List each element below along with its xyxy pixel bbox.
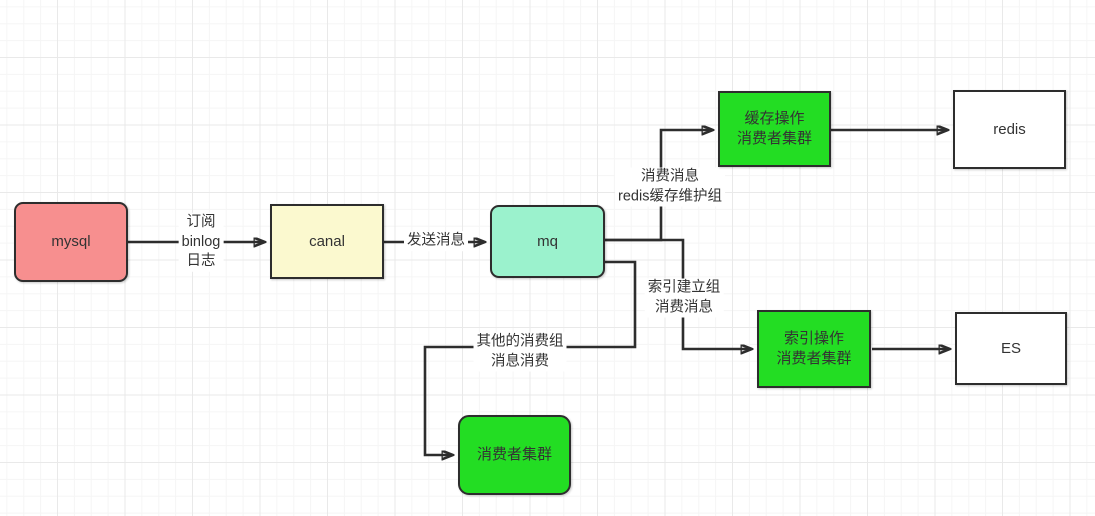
node-es-label: ES — [1000, 339, 1021, 357]
edge-label-subscribe-binlog: 订阅 binlog 日志 — [178, 212, 224, 272]
node-redis-label: redis — [993, 120, 1026, 138]
node-cache-consumer-cluster[interactable]: 缓存操作 消费者集群 — [718, 91, 831, 167]
node-cache-consumer-label: 缓存操作 消费者集群 — [736, 110, 812, 147]
edge-label-other-consume-group: 其他的消费组 消息消费 — [473, 332, 567, 372]
node-es[interactable]: ES — [955, 312, 1067, 385]
node-redis[interactable]: redis — [953, 90, 1066, 169]
node-mq[interactable]: mq — [490, 205, 605, 278]
node-mq-label: mq — [537, 232, 558, 250]
node-index-consumer-cluster[interactable]: 索引操作 消费者集群 — [757, 310, 871, 388]
edge-label-consume-redis-group: 消费消息 redis缓存维护组 — [615, 167, 725, 207]
node-other-consumer-label: 消费者集群 — [476, 446, 552, 463]
node-mysql[interactable]: mysql — [14, 202, 128, 282]
node-other-consumer-cluster[interactable]: 消费者集群 — [458, 415, 571, 495]
node-mysql-label: mysql — [51, 233, 91, 250]
node-index-consumer-label: 索引操作 消费者集群 — [776, 330, 852, 367]
edge-label-send-message: 发送消息 — [404, 231, 468, 251]
node-canal[interactable]: canal — [270, 204, 384, 279]
node-canal-label: canal — [309, 232, 345, 250]
edge-label-index-build-group: 索引建立组 消费消息 — [644, 278, 724, 318]
